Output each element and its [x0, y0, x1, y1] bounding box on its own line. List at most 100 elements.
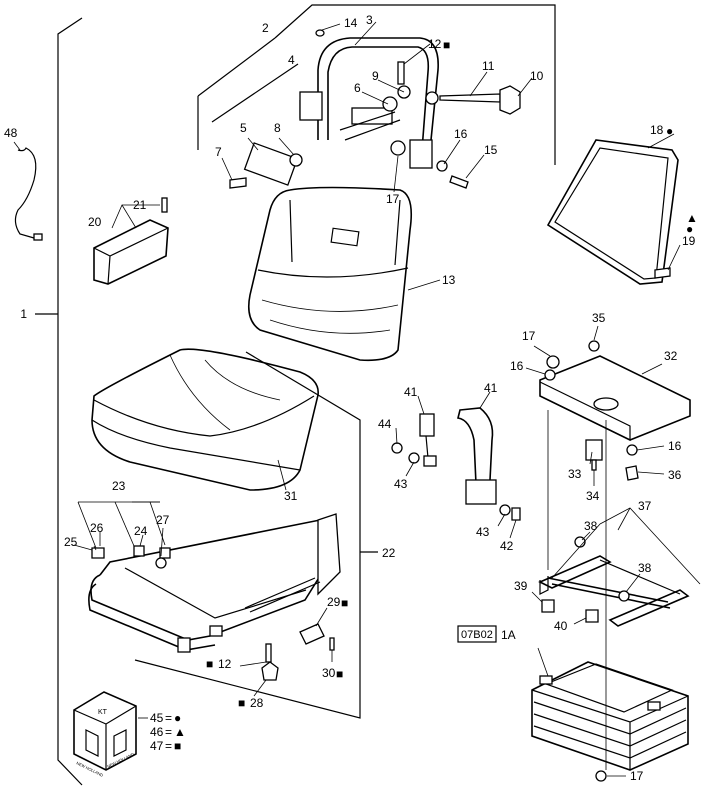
- leader-35: [593, 325, 599, 341]
- bolt-15: [449, 175, 469, 189]
- bolt-40: [585, 609, 599, 623]
- leader-24: [139, 534, 144, 547]
- leader-41b: [479, 391, 491, 409]
- leader-17a: [393, 155, 399, 193]
- leader-1a: [537, 647, 549, 677]
- callout-17c: 17: [630, 769, 644, 783]
- leader-16c: [636, 445, 665, 451]
- leader-15: [465, 154, 485, 179]
- leader-31: [277, 459, 287, 491]
- callout-38b: 38: [638, 561, 652, 575]
- callout-29-symbol: ■: [341, 596, 348, 610]
- screw-34: [591, 459, 597, 471]
- assembly-bracket: [57, 17, 83, 786]
- mounting-plate: [539, 355, 691, 441]
- armrest: [93, 219, 169, 285]
- callout-26: 26: [90, 521, 104, 535]
- nut-27: [155, 557, 167, 569]
- leader-29: [315, 607, 328, 627]
- callout-43a: 43: [394, 477, 408, 491]
- callout-19-triangle: ▲: [686, 211, 698, 225]
- callout-19: 19: [682, 234, 696, 248]
- nut-17b: [546, 355, 560, 369]
- callout-22: 22: [382, 546, 396, 560]
- callout-2: 2: [262, 21, 269, 35]
- washer-43b: [499, 504, 511, 516]
- leader-44: [395, 427, 398, 445]
- leader-12b: [239, 661, 267, 667]
- callout-21: 21: [133, 198, 147, 212]
- belt-buckle-right: [465, 479, 497, 505]
- bolt-39: [541, 599, 555, 613]
- washer-43a: [408, 452, 420, 464]
- leader-43b: [497, 513, 506, 527]
- bolt-44: [391, 442, 403, 454]
- leader-42: [509, 519, 517, 539]
- callout-18: 18: [650, 123, 664, 137]
- belt-buckle-left: [419, 413, 435, 437]
- slide-rails: [538, 555, 690, 627]
- leader-13: [407, 279, 441, 291]
- leader-11: [469, 71, 488, 97]
- callout-5: 5: [240, 121, 247, 135]
- leader-17b: [533, 345, 551, 357]
- callout-45: 45: [150, 711, 164, 725]
- leader-16a: [443, 139, 461, 165]
- leader-25: [73, 544, 93, 551]
- backrest-frame: [299, 37, 439, 169]
- leader-6: [361, 91, 389, 105]
- callout-27: 27: [156, 513, 170, 527]
- callout-34: 34: [586, 489, 600, 503]
- callout-7: 7: [215, 145, 222, 159]
- callout-11: 11: [482, 59, 495, 73]
- ref-box: [457, 625, 497, 643]
- callout-16b: 16: [510, 359, 524, 373]
- knob-28: [261, 661, 279, 681]
- callout-14: 14: [344, 16, 358, 30]
- callout-3: 3: [366, 13, 373, 27]
- callout-13: 13: [442, 273, 456, 287]
- callout-17a: 17: [386, 192, 400, 206]
- backrest-frame-bracket: [274, 4, 556, 165]
- leader-3: [354, 21, 377, 46]
- callout-45-eq: =: [165, 711, 172, 725]
- nut-17c: [595, 770, 607, 782]
- callout-47: 47: [150, 739, 164, 753]
- callout-15: 15: [484, 143, 498, 157]
- leader-27: [160, 527, 164, 557]
- callout-12: 12: [428, 37, 442, 51]
- bumper-33: [585, 439, 603, 461]
- callout-35: 35: [592, 311, 606, 325]
- washer-16b: [544, 369, 556, 381]
- leader-14: [321, 23, 341, 31]
- callout-46-eq: =: [165, 725, 172, 739]
- pin-12b: [265, 643, 272, 663]
- callout-24: 24: [134, 524, 148, 538]
- leader-5: [247, 137, 259, 151]
- callout-1a: 1A: [501, 628, 516, 642]
- kit-label: KT: [98, 709, 108, 716]
- belt-strap: [457, 407, 494, 486]
- callout-16c: 16: [668, 439, 682, 453]
- callout-46: 46: [150, 725, 164, 739]
- nut-35: [588, 340, 600, 352]
- callout-8: 8: [274, 121, 281, 135]
- nut-6: [382, 96, 398, 112]
- plate-5: [243, 142, 299, 186]
- leader-2: [197, 37, 276, 97]
- callout-48: 48: [4, 126, 18, 140]
- callout-39: 39: [514, 579, 528, 593]
- callout-labels: 1 2 3 4 5 6 7 8 9 10 11 12 ■ 13 14 15 16…: [4, 13, 698, 783]
- bolt-25: [91, 547, 105, 559]
- leader-28: [253, 679, 267, 697]
- screw-7: [229, 177, 247, 189]
- back-cover: [546, 139, 679, 285]
- leader-39: [531, 591, 543, 603]
- leader-10: [517, 77, 533, 97]
- callout-45-symbol: ●: [174, 711, 181, 725]
- callout-47-eq: =: [165, 739, 172, 753]
- callout-38a: 38: [584, 519, 598, 533]
- callout-43b: 43: [476, 525, 490, 539]
